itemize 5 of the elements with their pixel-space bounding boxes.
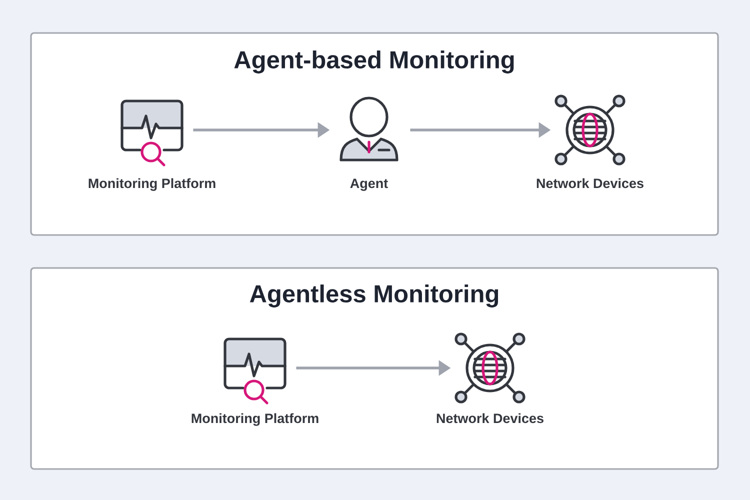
node-label: Agent — [350, 178, 388, 191]
node-label: Monitoring Platform — [88, 178, 216, 191]
node-label: Monitoring Platform — [192, 413, 318, 426]
node-label: Network Devices — [436, 413, 544, 424]
node-label: Network Devices — [536, 178, 644, 188]
